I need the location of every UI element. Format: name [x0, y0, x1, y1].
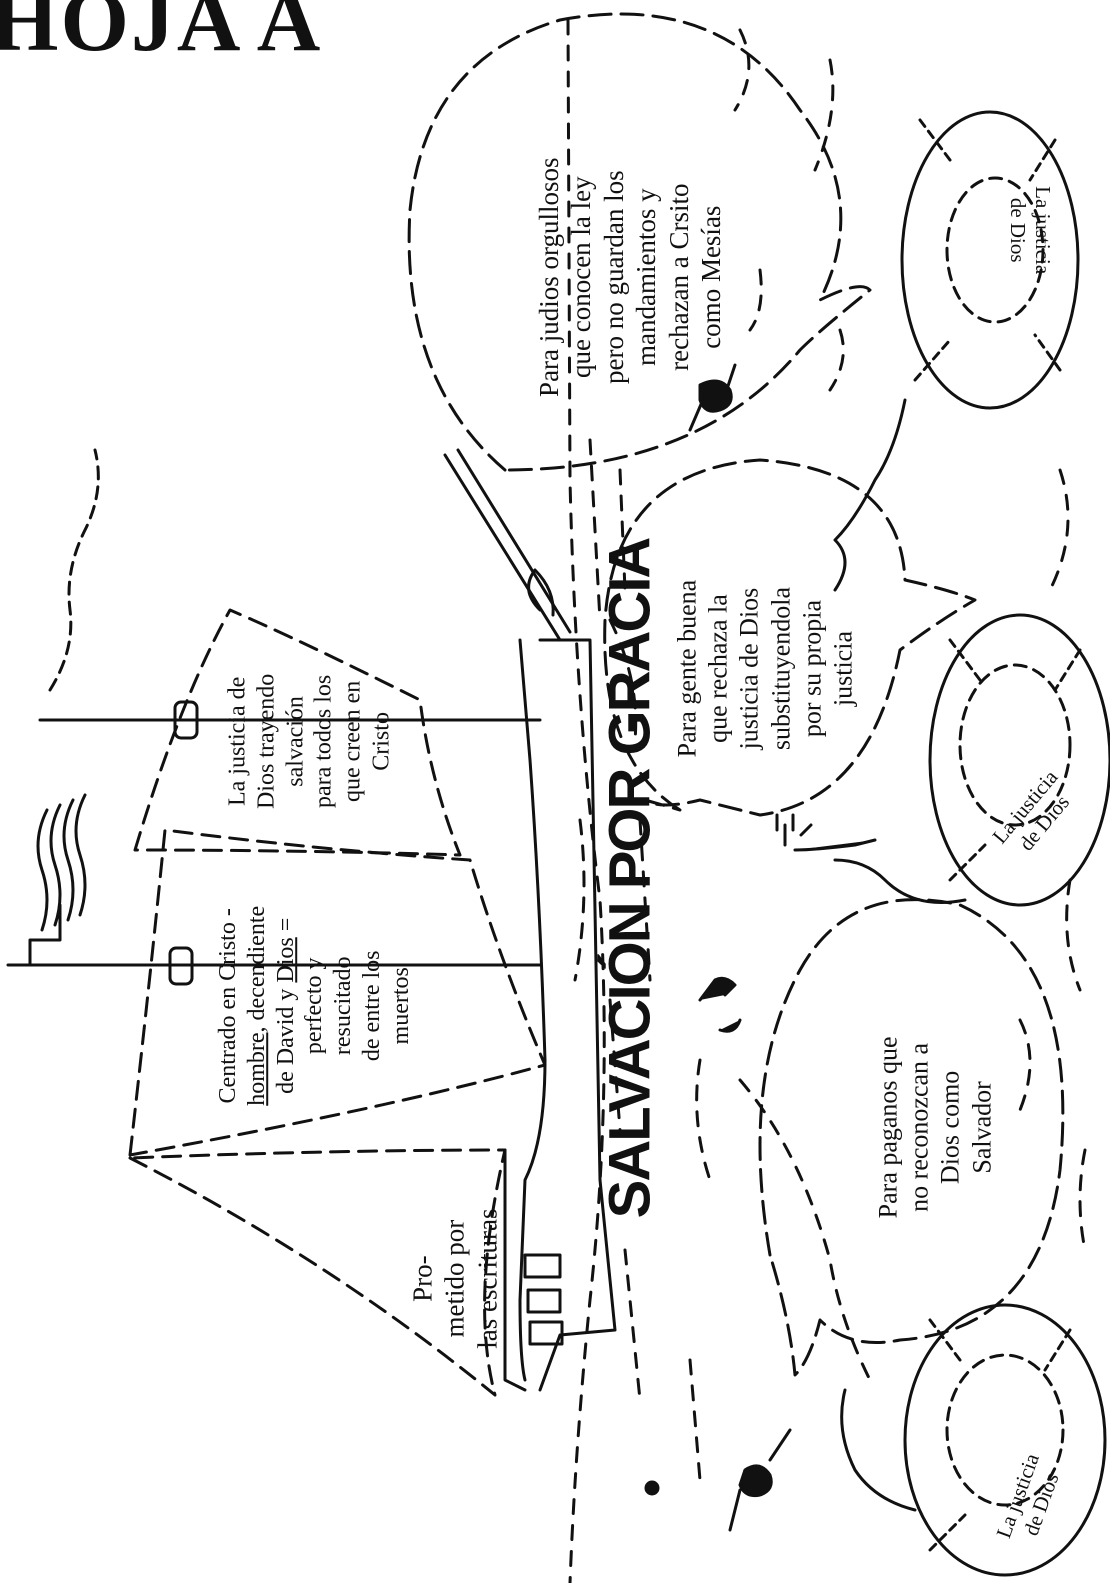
- bubble-good-people-text: Para gente buena que rechaza la justicia…: [672, 579, 858, 758]
- lifebuoy-middle-graphic: [833, 613, 1110, 907]
- hull: [503, 638, 617, 1392]
- page-title: HOJA A: [0, 0, 323, 70]
- sail-bottom: [128, 1148, 507, 1397]
- sail-middle-line3: de David y Dios =: [272, 836, 301, 1176]
- bubble-jews: [407, 12, 872, 472]
- mast-top: [6, 448, 177, 967]
- sail-middle: [128, 828, 547, 1157]
- bubble-pagans-text: Para paganos que no reconozcan a Dios co…: [873, 1036, 997, 1219]
- sea-lines: [566, 18, 1087, 1583]
- lifebuoy-bottom-graphic: [840, 1303, 1107, 1577]
- sail-middle-line2-rest: , decendiente: [244, 905, 271, 1033]
- bubble-good-people: [603, 458, 977, 817]
- lifebuoy-top-graphic: [833, 110, 1080, 592]
- banner-title: SALVACIÓN POR GRACIA: [597, 538, 663, 1219]
- sail-middle-rest: perfecto y resucitado de entre los muert…: [301, 950, 414, 1062]
- sail-middle-underlined-hombre: hombre: [244, 1032, 271, 1106]
- sail-middle-line3-end: =: [272, 917, 299, 938]
- lifebuoy-top-label: La justicia de Dios: [1006, 186, 1056, 275]
- swimmers: [644, 363, 877, 1532]
- sail-middle-line3-start: de David y: [272, 982, 299, 1094]
- sail-middle-line2: hombre, decendiente: [243, 836, 272, 1176]
- bubble-jews-text: Para judios orgullosos que conocen la le…: [533, 157, 726, 397]
- sail-bottom-text: Pro- metido por las escrituras: [407, 1208, 503, 1349]
- sail-middle-line1: Centrado en Cristo -: [215, 908, 242, 1104]
- sail-middle-text: Centrado en Cristo - hombre, decendiente…: [214, 836, 416, 1176]
- bubble-pagans: [758, 898, 1065, 1377]
- sail-middle-underlined-dios: Dios: [272, 937, 299, 983]
- sail-top: [133, 608, 462, 857]
